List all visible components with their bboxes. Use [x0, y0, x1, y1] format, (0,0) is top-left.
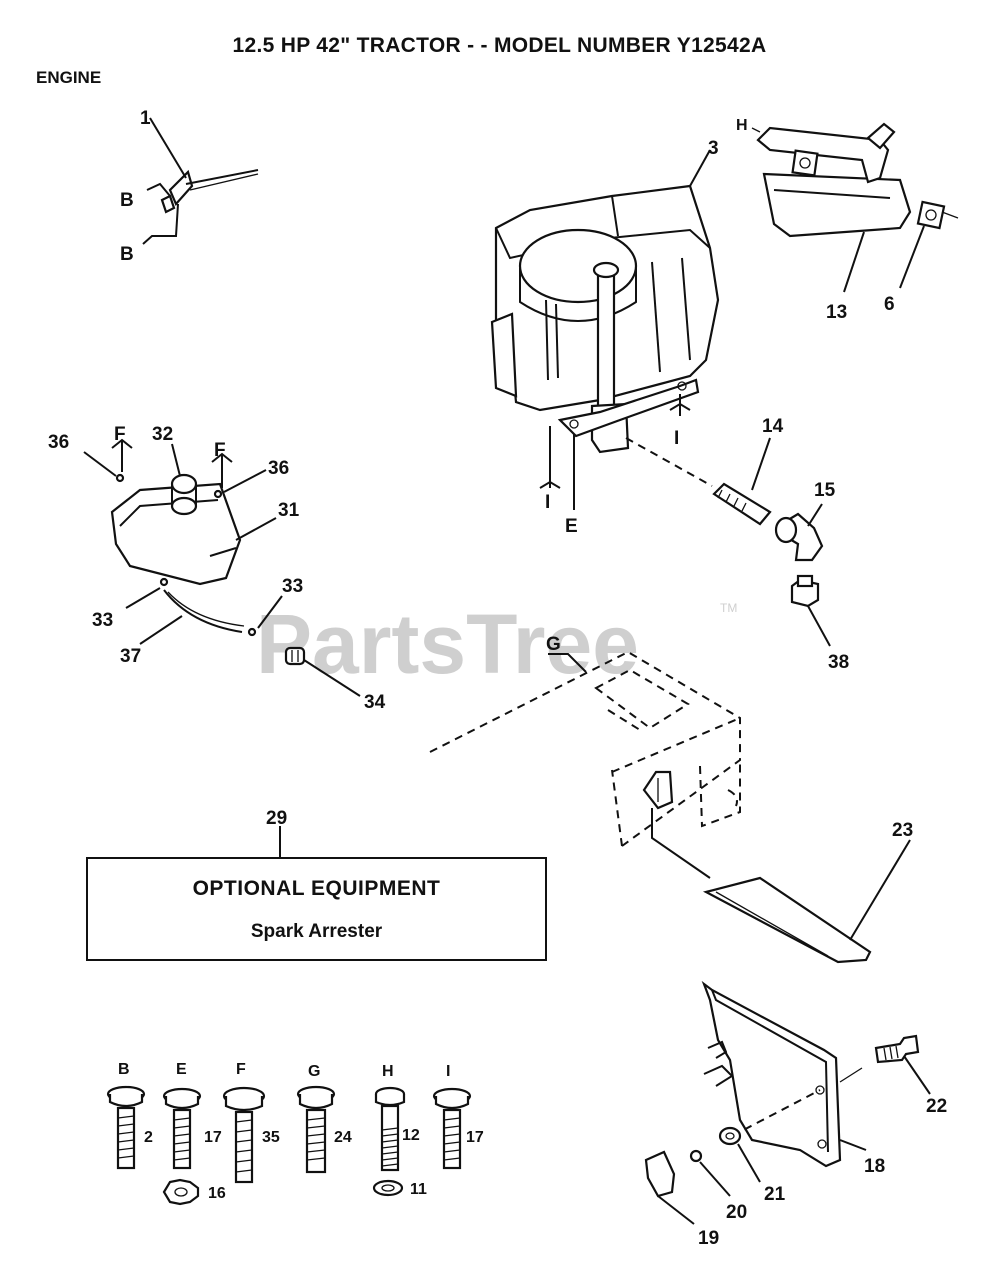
fastener-letter: H	[382, 1063, 394, 1080]
bolt-i: I 17	[432, 1063, 484, 1170]
fastener-part: 24	[334, 1129, 352, 1146]
callout-15: 15	[814, 480, 836, 501]
fastener-letter: I	[446, 1063, 450, 1080]
washer-part: 16	[208, 1185, 226, 1202]
fastener-ref-b: B	[120, 190, 134, 211]
bolt-f: F 35	[222, 1061, 280, 1184]
callout-20: 20	[726, 1202, 747, 1223]
fuel-tank	[83, 438, 361, 697]
callout-18: 18	[864, 1156, 885, 1177]
callout-33: 33	[282, 576, 303, 597]
fastener-part: 17	[466, 1129, 484, 1146]
washer-part: 11	[410, 1181, 427, 1198]
fastener-ref-e: E	[565, 516, 578, 537]
callout-14: 14	[762, 416, 784, 437]
fastener-letter: B	[118, 1061, 130, 1078]
callout-34: 34	[364, 692, 386, 713]
bolt-b: B 2	[106, 1061, 153, 1170]
fastener-letter: F	[236, 1061, 246, 1078]
callout-1: 1	[140, 108, 151, 129]
fastener-ref-g: G	[546, 634, 561, 655]
callout-31: 31	[278, 500, 300, 521]
callout-19: 19	[698, 1228, 719, 1249]
bolt-h: H 12 11	[372, 1063, 427, 1198]
fastener-ref-f: F	[114, 424, 126, 445]
watermark-tm: TM	[720, 601, 737, 615]
muffler	[751, 122, 959, 293]
fastener-ref-f: F	[214, 440, 226, 461]
optional-equipment-item: Spark Arrester	[250, 921, 383, 942]
heat-shield-plate	[644, 980, 931, 1225]
callout-37: 37	[120, 646, 141, 667]
engine-assembly	[490, 149, 720, 510]
optional-equipment-box: OPTIONAL EQUIPMENT Spark Arrester	[86, 857, 547, 961]
callout-21: 21	[764, 1184, 786, 1205]
watermark: PartsTree	[256, 597, 639, 691]
callout-3: 3	[708, 138, 719, 159]
optional-equipment-title: OPTIONAL EQUIPMENT	[192, 877, 441, 900]
callout-22: 22	[926, 1096, 947, 1117]
callout-32: 32	[152, 424, 173, 445]
section-label: ENGINE	[36, 68, 102, 87]
oil-drain-parts	[712, 437, 831, 647]
fastener-letter: G	[308, 1063, 320, 1080]
page-title: 12.5 HP 42" TRACTOR - - MODEL NUMBER Y12…	[232, 34, 767, 57]
callout-33: 33	[92, 610, 113, 631]
callout-36: 36	[268, 458, 289, 479]
fastener-part: 17	[204, 1129, 222, 1146]
callout-36: 36	[48, 432, 69, 453]
fastener-ref-b: B	[120, 244, 134, 265]
fastener-row: B 2 E 17 16 F 35	[106, 1061, 484, 1206]
fastener-part: 35	[262, 1129, 280, 1146]
bolt-g: G 24	[296, 1063, 352, 1174]
fastener-ref-i: I	[545, 492, 550, 513]
fastener-part: 2	[144, 1129, 153, 1146]
callout-23: 23	[892, 820, 913, 841]
throttle-bracket	[142, 117, 259, 245]
fastener-part: 12	[402, 1127, 420, 1144]
fastener-letter: E	[176, 1061, 187, 1078]
bolt-e: E 17 16	[162, 1061, 226, 1206]
callout-13: 13	[826, 302, 847, 323]
fastener-ref-i: I	[674, 428, 679, 449]
callout-6: 6	[884, 294, 895, 315]
callout-29: 29	[266, 808, 287, 829]
callout-38: 38	[828, 652, 849, 673]
fastener-ref-h: H	[736, 117, 748, 134]
chassis-outline	[429, 650, 911, 964]
